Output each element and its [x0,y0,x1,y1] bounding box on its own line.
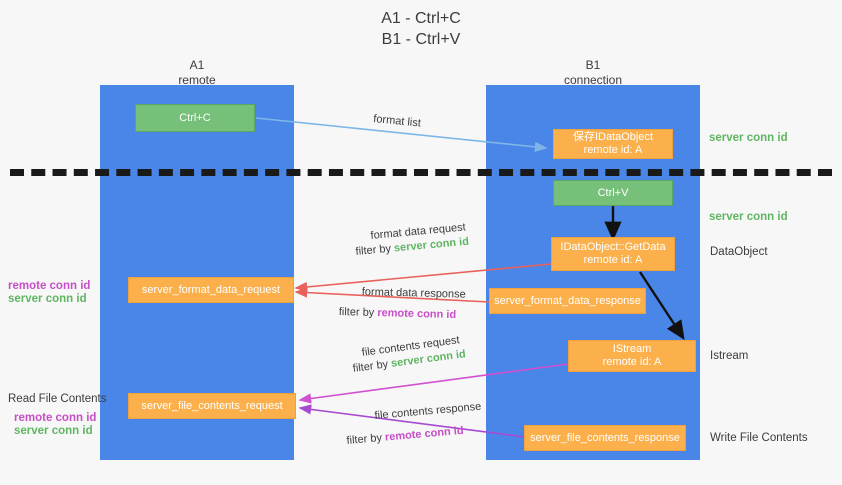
phase-divider [10,169,832,176]
box-server-format-data-request-label: server_format_data_request [141,283,281,296]
arrow-format-data-response [294,287,490,303]
box-server-file-contents-request[interactable]: server_file_contents_request [128,393,296,419]
box-istream[interactable]: IStream remote id: A [568,340,696,372]
box-ctrl-v-label: Ctrl+V [597,186,629,199]
arrow-format-data-request [294,263,552,293]
filter-key-remote-conn-id-1: remote conn id [377,307,457,322]
arrow-format-list [255,117,548,152]
box-idataobject-getdata[interactable]: IDataObject::GetData remote id: A [551,237,675,271]
box-ctrl-c-label: Ctrl+C [179,111,211,124]
box-getdata-line1: IDataObject::GetData [560,241,666,253]
right-label-istream: Istream [710,350,749,362]
diagram-title: A1 - Ctrl+C B1 - Ctrl+V [0,8,842,50]
box-istream-line1: IStream [612,343,652,355]
box-ctrl-c[interactable]: Ctrl+C [135,104,255,132]
box-server-file-contents-response-label: server_file_contents_response [530,431,680,444]
title-line-1: A1 - Ctrl+C [381,10,461,27]
box-idataobject-line2: remote id: A [583,144,643,156]
arrow-file-contents-request [298,363,569,404]
left-label-server-conn-id-2: server conn id [14,425,93,437]
box-getdata-line2: remote id: A [583,254,643,266]
edge-label-format-data-response: format data response [361,285,466,301]
column-a1-name: A1 [189,58,205,72]
left-label-server-conn-id-1: server conn id [8,293,87,305]
box-server-file-contents-request-label: server_file_contents_request [141,399,283,412]
arrow-file-contents-response [298,404,526,438]
box-ctrl-v[interactable]: Ctrl+V [553,180,673,206]
column-b1-name: B1 [585,58,601,72]
box-server-format-data-request[interactable]: server_format_data_request [128,277,294,303]
filter-prefix-4: filter by [346,431,386,447]
box-idataobject[interactable]: 保存IDataObject remote id: A [553,129,673,159]
box-server-format-data-response[interactable]: server_format_data_response [489,288,646,314]
column-header-a1: A1 remote [140,58,254,88]
column-b1-sub: connection [563,73,623,87]
right-label-server-conn-id-2: server conn id [709,211,788,223]
box-server-file-contents-response[interactable]: server_file_contents_response [524,425,686,451]
filter-prefix-1: filter by [355,242,395,258]
column-a1-sub: remote [178,73,216,87]
arrow-getdata-to-istream [638,271,685,341]
left-label-read-file-contents: Read File Contents [8,393,107,405]
right-label-server-conn-id-1: server conn id [709,132,788,144]
filter-prefix-2: filter by [338,305,378,320]
left-label-remote-conn-id-1: remote conn id [8,280,91,292]
left-label-remote-conn-id-2: remote conn id [14,412,97,424]
right-label-write-file-contents: Write File Contents [710,432,808,444]
box-istream-line2: remote id: A [602,356,662,368]
box-server-format-data-response-label: server_format_data_response [494,294,641,307]
right-label-dataobject: DataObject [710,246,768,258]
column-header-b1: B1 connection [536,58,650,88]
title-line-2: B1 - Ctrl+V [381,31,461,48]
box-idataobject-line1: 保存IDataObject [572,131,654,143]
